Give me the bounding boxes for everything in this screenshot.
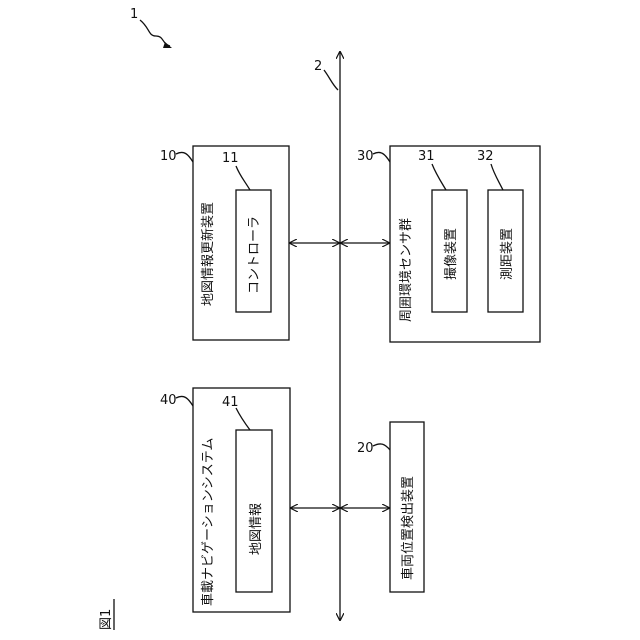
ref-ranging: 32 — [477, 149, 494, 164]
leader-map-update — [176, 152, 193, 162]
leader-system — [140, 20, 170, 46]
leader-bus — [324, 70, 338, 90]
ranging-label: 測距装置 — [500, 228, 515, 280]
ref-map-update: 10 — [160, 149, 177, 164]
ref-controller: 11 — [222, 151, 239, 166]
ref-map-info: 41 — [222, 395, 239, 410]
ref-vehicle-position: 20 — [357, 441, 374, 456]
map-update-label: 地図情報更新装置 — [200, 202, 216, 306]
leader-sensor-group — [373, 152, 390, 162]
leader-navigation — [176, 396, 193, 406]
ref-sensor-group: 30 — [357, 149, 374, 164]
map-info-label: 地図情報 — [249, 503, 264, 555]
ref-imaging: 31 — [418, 149, 435, 164]
figure-label: 図1 — [99, 609, 114, 630]
controller-label: コントローラ — [247, 216, 262, 294]
vehicle-position-label: 車両位置検出装置 — [401, 476, 416, 580]
ref-system: 1 — [130, 7, 138, 22]
ref-bus: 2 — [314, 59, 322, 74]
navigation-label: 車載ナビゲーションシステム — [201, 438, 216, 606]
leader-vehicle-position — [373, 444, 390, 450]
imaging-label: 撮像装置 — [443, 228, 459, 280]
sensor-group-label: 周囲環境センサ群 — [399, 218, 414, 322]
ref-navigation: 40 — [160, 393, 177, 408]
